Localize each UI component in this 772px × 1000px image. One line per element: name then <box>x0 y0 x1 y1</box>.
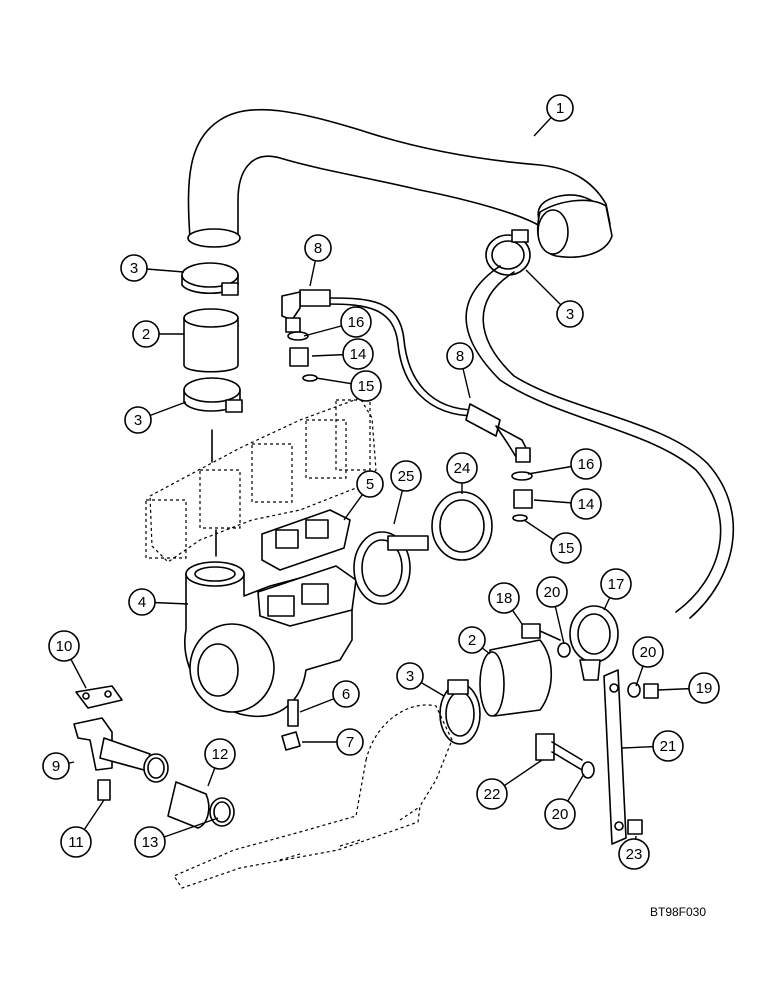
callout-number: 22 <box>484 786 501 803</box>
drawing-code: BT98F030 <box>650 905 706 919</box>
callout-circle <box>48 630 80 662</box>
hose-clamp-middle <box>183 377 243 413</box>
callout-circle <box>544 798 576 830</box>
callout-number: 5 <box>366 476 374 493</box>
callout-number: 3 <box>130 260 138 277</box>
callout-number: 24 <box>454 460 471 477</box>
callout-number: 6 <box>342 686 350 703</box>
callout-number: 23 <box>626 846 643 863</box>
callout-number: 18 <box>496 590 513 607</box>
bolt-22 <box>535 733 595 779</box>
callout-number: 11 <box>68 834 84 851</box>
strap-bracket <box>603 669 627 845</box>
callout-circle <box>342 338 374 370</box>
callout-circle <box>600 568 632 600</box>
callout-circle <box>60 826 92 858</box>
callout-number: 3 <box>566 306 574 323</box>
callout-number: 20 <box>552 806 569 823</box>
callout-number: 16 <box>348 314 365 331</box>
callout-number: 4 <box>138 594 146 611</box>
turbo-gasket <box>261 509 351 571</box>
sealing-ring <box>431 491 493 561</box>
callout-circle <box>536 576 568 608</box>
callout-circle <box>546 94 574 122</box>
bracket-clamp <box>569 605 619 681</box>
callout-number: 20 <box>544 584 561 601</box>
callout-circle <box>556 300 584 328</box>
callout-circle <box>134 826 166 858</box>
callout-circle <box>350 370 382 402</box>
callout-circle <box>632 636 664 668</box>
callout-circle <box>132 320 160 348</box>
callout-number: 12 <box>212 746 229 763</box>
hose-coupler-lower <box>479 639 552 717</box>
callout-circle <box>476 778 508 810</box>
callout-circle <box>570 448 602 480</box>
oil-drain-adapter <box>73 717 151 801</box>
callout-number: 3 <box>134 412 142 429</box>
callout-circle <box>396 662 424 690</box>
callout-circle <box>124 406 152 434</box>
drain-tube-clamps <box>143 753 235 829</box>
hose-clamp-top-left <box>181 262 239 296</box>
stud-6 <box>281 699 301 751</box>
callout-number: 2 <box>468 632 476 649</box>
callout-circle <box>446 452 478 484</box>
callout-circle <box>618 838 650 870</box>
callout-circle <box>488 582 520 614</box>
callout-circle <box>390 460 422 492</box>
fittings-mid-right <box>511 471 533 522</box>
engine-block-outline <box>173 704 453 889</box>
callout-number: 7 <box>346 734 354 751</box>
callout-circle <box>688 672 720 704</box>
exhaust-manifold-outline <box>145 397 377 563</box>
hose-clamp-lower <box>439 679 481 745</box>
callout-number: 14 <box>350 346 367 363</box>
callout-number: 21 <box>660 738 677 755</box>
callout-number: 13 <box>142 834 159 851</box>
fittings-top-left <box>287 331 318 382</box>
hose-clamp-top-right <box>485 229 531 276</box>
callout-number: 1 <box>556 100 564 117</box>
callout-number: 3 <box>406 668 414 685</box>
air-hose <box>187 108 613 258</box>
callout-circle <box>332 680 360 708</box>
callout-number: 15 <box>358 378 375 395</box>
turbocharger <box>184 561 357 718</box>
callout-number: 9 <box>52 758 60 775</box>
callout-number: 8 <box>456 348 464 365</box>
callout-circle <box>204 738 236 770</box>
callout-number: 20 <box>640 644 657 661</box>
callout-number: 15 <box>558 540 575 557</box>
callout-circle <box>120 254 148 282</box>
oil-line <box>281 289 531 463</box>
callout-circle <box>128 588 156 616</box>
callout-number: 17 <box>608 576 625 593</box>
callout-number: 19 <box>696 680 713 697</box>
callout-circle <box>304 234 332 262</box>
callout-number: 14 <box>578 496 595 513</box>
callout-circle <box>340 306 372 338</box>
callout-circle <box>652 730 684 762</box>
callout-circle <box>336 728 364 756</box>
hose-coupler-upper <box>183 308 239 373</box>
nut-23 <box>627 819 643 835</box>
oil-drain-gasket <box>75 685 123 709</box>
v-band-clamp <box>353 531 429 605</box>
nut-19 <box>627 682 659 699</box>
bolt-18 <box>521 623 571 658</box>
callout-number: 10 <box>56 638 73 655</box>
callout-circle <box>550 532 582 564</box>
callout-circle <box>570 488 602 520</box>
callout-circle <box>458 626 486 654</box>
callout-circle <box>446 342 474 370</box>
callout-circle <box>356 470 384 498</box>
callout-number: 16 <box>578 456 595 473</box>
callout-number: 2 <box>142 326 150 343</box>
callout-number: 25 <box>398 468 415 485</box>
callout-number: 8 <box>314 240 322 257</box>
callout-circle <box>42 752 70 780</box>
